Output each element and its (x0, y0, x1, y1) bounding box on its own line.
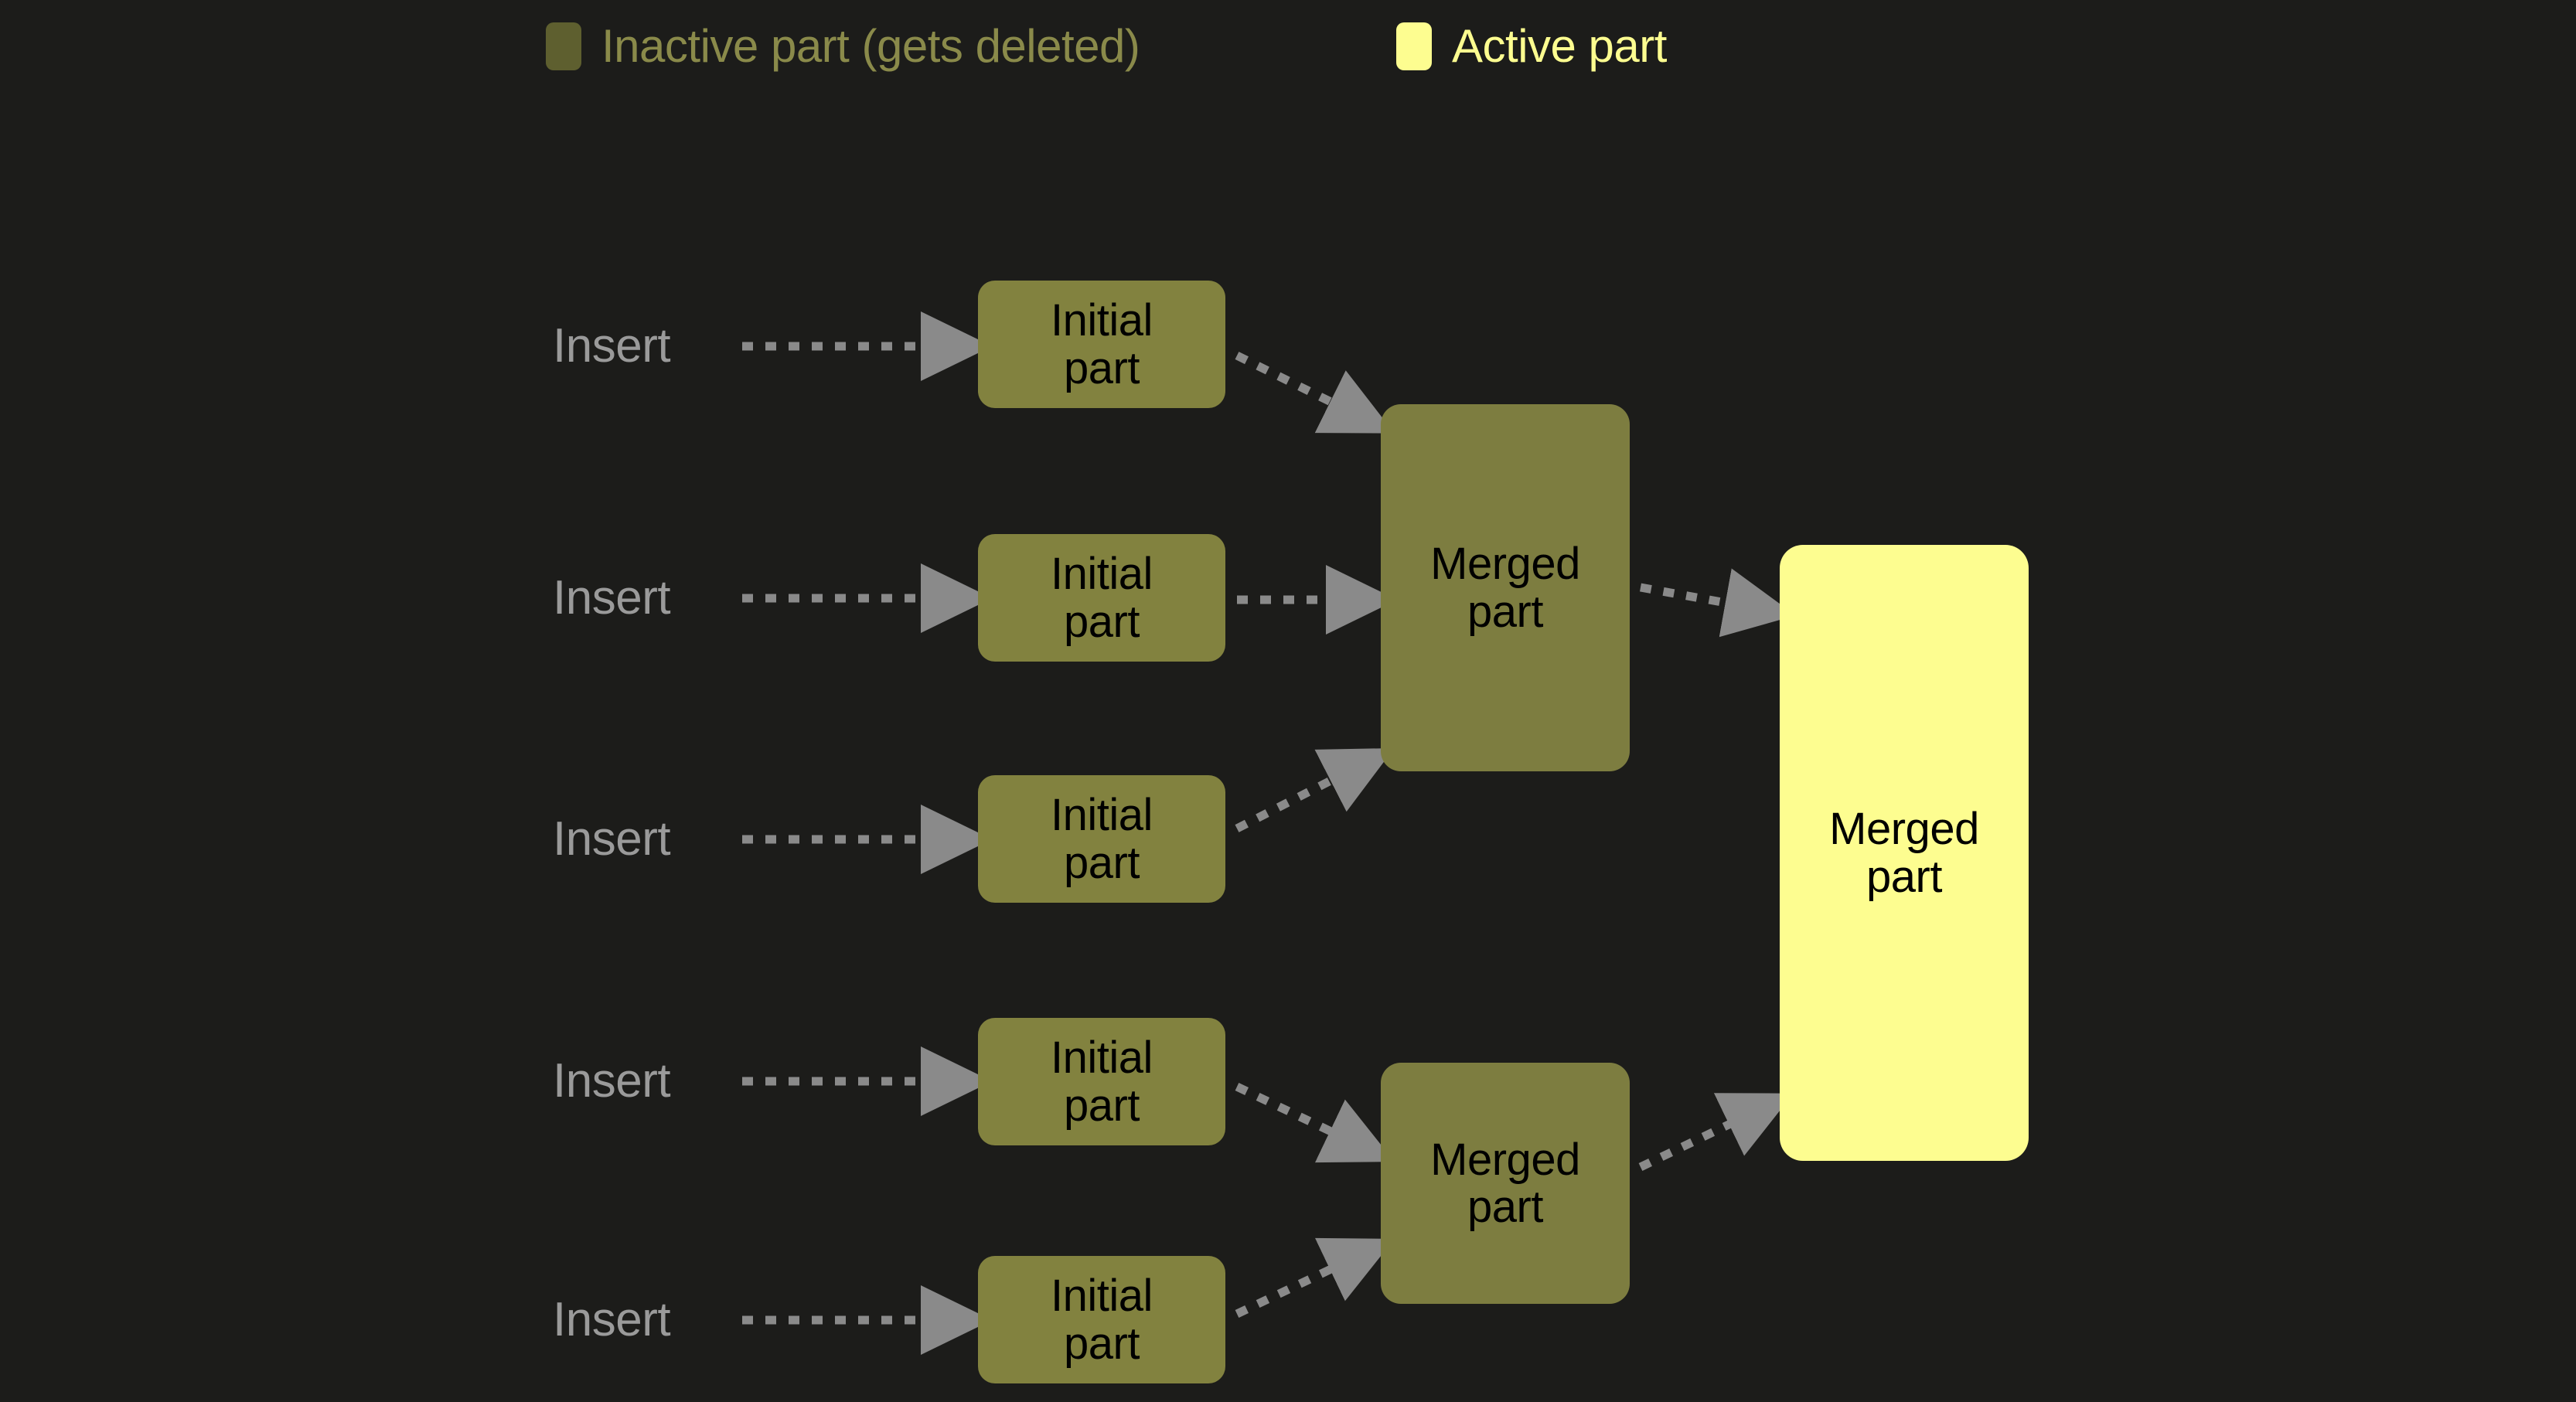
node-label-line1: Initial (1051, 295, 1153, 346)
node-initial-part-1-label: Initial part (1051, 297, 1153, 392)
insert-label-1: Insert (553, 319, 671, 373)
arrow-merged-part-top-to-merged-part-active (1640, 568, 1796, 638)
node-merged-part-bottom[interactable]: Merged part (1381, 1063, 1630, 1304)
node-initial-part-5-label: Initial part (1051, 1272, 1153, 1367)
insert-label-3: Insert (553, 812, 671, 866)
node-initial-part-4[interactable]: Initial part (978, 1018, 1225, 1145)
node-merged-part-top-label: Merged part (1430, 540, 1580, 635)
node-label-line1: Merged (1430, 539, 1580, 590)
legend-label-inactive: Inactive part (gets deleted) (601, 20, 1140, 72)
arrow-initial-part-3-to-merged-part-top (1235, 747, 1395, 832)
node-merged-part-active[interactable]: Merged part (1780, 545, 2029, 1161)
node-label-line1: Merged (1430, 1134, 1580, 1185)
legend-label-active: Active part (1452, 20, 1667, 72)
node-merged-part-bottom-label: Merged part (1430, 1134, 1580, 1232)
node-label-line2: part (1064, 1318, 1140, 1369)
legend-item-inactive: Inactive part (gets deleted) (546, 15, 1140, 77)
node-label-line2: part (1064, 596, 1140, 647)
legend-swatch-inactive-icon (546, 22, 581, 70)
node-initial-part-2-label: Initial part (1051, 550, 1153, 645)
node-label-line1: Initial (1051, 1271, 1153, 1322)
node-label-line2: part (1064, 837, 1140, 888)
arrow-merged-part-bottom-to-merged-part-active (1638, 1093, 1794, 1171)
node-initial-part-3-label: Initial part (1051, 791, 1153, 886)
node-merged-part-top[interactable]: Merged part (1381, 404, 1630, 771)
arrow-initial-part-1-to-merged-part-top (1235, 352, 1395, 434)
node-label-line2: part (1467, 586, 1543, 637)
legend-swatch-active-icon (1396, 22, 1432, 70)
node-label-line1: Initial (1051, 549, 1153, 600)
node-label-line2: part (1866, 851, 1942, 902)
insert-label-5: Insert (553, 1293, 671, 1346)
node-label-line1: Merged (1829, 804, 1979, 855)
insert-label-2: Insert (553, 571, 671, 624)
node-initial-part-4-label: Initial part (1051, 1034, 1153, 1129)
arrow-initial-part-4-to-merged-part-bottom (1235, 1083, 1395, 1163)
node-merged-part-active-label: Merged part (1829, 805, 1979, 900)
node-initial-part-3[interactable]: Initial part (978, 775, 1225, 903)
legend-item-active: Active part (1396, 15, 1667, 77)
insert-label-4: Insert (553, 1054, 671, 1108)
node-label-line2: part (1064, 342, 1140, 393)
node-label-line2: part (1467, 1182, 1543, 1232)
node-label-line1: Initial (1051, 1033, 1153, 1084)
arrow-initial-part-5-to-merged-part-bottom (1235, 1237, 1395, 1318)
node-initial-part-1[interactable]: Initial part (978, 281, 1225, 408)
node-initial-part-2[interactable]: Initial part (978, 534, 1225, 662)
node-initial-part-5[interactable]: Initial part (978, 1256, 1225, 1383)
node-label-line1: Initial (1051, 790, 1153, 841)
legend: Inactive part (gets deleted) Active part (0, 0, 2576, 93)
node-label-line2: part (1064, 1080, 1140, 1131)
